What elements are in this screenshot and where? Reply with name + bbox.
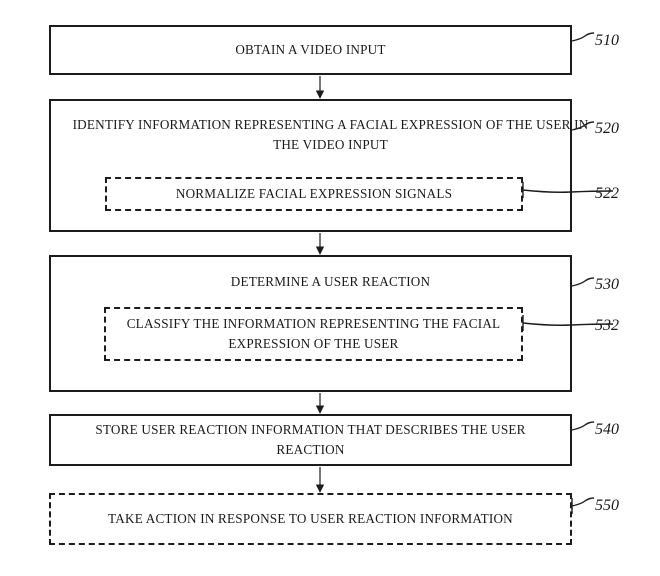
step-510-label: OBTAIN A VIDEO INPUT xyxy=(235,41,386,57)
leader-line-550 xyxy=(571,497,595,514)
reference-numeral-530: 530 xyxy=(595,276,619,293)
flowchart-substep-532: CLASSIFY THE INFORMATION REPRESENTING TH… xyxy=(104,307,523,361)
step-520-label: IDENTIFY INFORMATION REPRESENTING A FACI… xyxy=(72,117,589,153)
flowchart-step-550: TAKE ACTION IN RESPONSE TO USER REACTION… xyxy=(49,493,572,545)
substep-522-label: NORMALIZE FACIAL EXPRESSION SIGNALS xyxy=(175,186,453,202)
flowchart-substep-522: NORMALIZE FACIAL EXPRESSION SIGNALS xyxy=(105,177,523,211)
flowchart-step-510: OBTAIN A VIDEO INPUT xyxy=(49,25,572,75)
reference-numeral-510: 510 xyxy=(595,32,619,49)
reference-numeral-520: 520 xyxy=(595,120,619,137)
reference-numeral-522: 522 xyxy=(595,185,619,202)
step-540-label: STORE USER REACTION INFORMATION THAT DES… xyxy=(95,421,526,457)
flowchart-step-520: IDENTIFY INFORMATION REPRESENTING A FACI… xyxy=(49,99,588,232)
step-530-label: DETERMINE A USER REACTION xyxy=(230,274,431,289)
substep-532-label: CLASSIFY THE INFORMATION REPRESENTING TH… xyxy=(126,316,501,351)
flowchart-step-540: STORE USER REACTION INFORMATION THAT DES… xyxy=(49,414,572,466)
leader-line-540 xyxy=(571,421,595,431)
reference-numeral-540: 540 xyxy=(595,421,619,438)
step-550-label: TAKE ACTION IN RESPONSE TO USER REACTION… xyxy=(108,510,513,526)
leader-line-510 xyxy=(571,32,595,42)
reference-numeral-550: 550 xyxy=(595,497,619,514)
reference-numeral-532: 532 xyxy=(595,317,619,334)
